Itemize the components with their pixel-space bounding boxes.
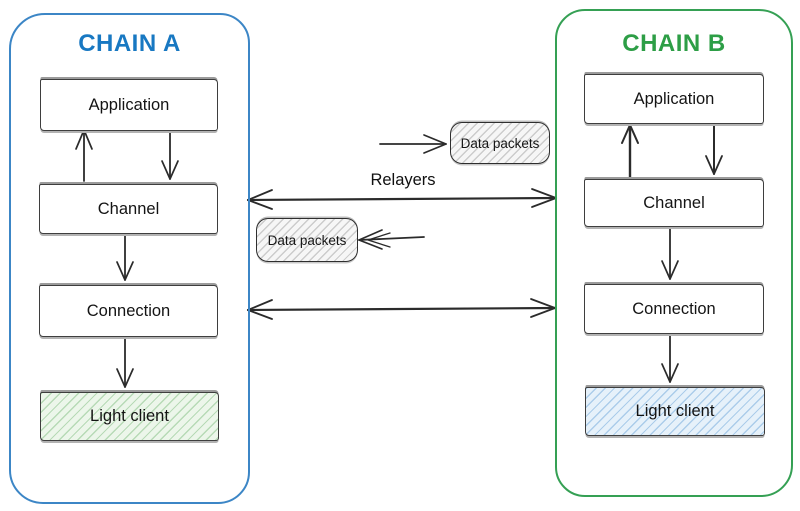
chain-b-channel-box: Channel [584, 179, 764, 227]
chain-a-connection-box: Connection [39, 285, 218, 337]
data-packets-box-top: Data packets [450, 122, 550, 164]
chain-b-title: CHAIN B [622, 30, 726, 57]
chain-a-application-label: Application [88, 95, 170, 114]
chain-b-application-label: Application [633, 89, 715, 108]
arrow-relayers [246, 188, 558, 210]
relayers-label: Relayers [370, 171, 436, 189]
data-packets-box-bottom: Data packets [256, 218, 358, 262]
chain-a-connection-label: Connection [86, 301, 171, 320]
arrow-into-data-packets-top [379, 134, 447, 154]
chain-b-connection-label: Connection [632, 299, 716, 318]
chain-a-title: CHAIN A [78, 30, 181, 57]
chain-b-connection-box: Connection [584, 284, 764, 334]
chain-a-light-client-label: Light client [90, 407, 169, 425]
chain-b-light-client-box: Light client [585, 387, 765, 436]
chain-b-light-client-label: Light client [635, 402, 715, 420]
data-packets-top-label: Data packets [460, 135, 540, 151]
chain-a-container: CHAIN A Application Channel Connection L… [9, 13, 250, 504]
chain-a-light-client-box: Light client [40, 392, 219, 441]
chain-b-channel-label: Channel [643, 193, 705, 212]
arrow-into-data-packets-bottom [358, 229, 425, 250]
arrow-connections [246, 298, 557, 320]
data-packets-bottom-label: Data packets [267, 232, 347, 248]
chain-a-channel-box: Channel [39, 184, 218, 234]
chain-a-application-box: Application [40, 79, 218, 131]
chain-a-channel-label: Channel [97, 199, 160, 218]
chain-b-container: CHAIN B Application Channel Connection L… [555, 9, 793, 497]
chain-b-application-box: Application [584, 74, 764, 124]
